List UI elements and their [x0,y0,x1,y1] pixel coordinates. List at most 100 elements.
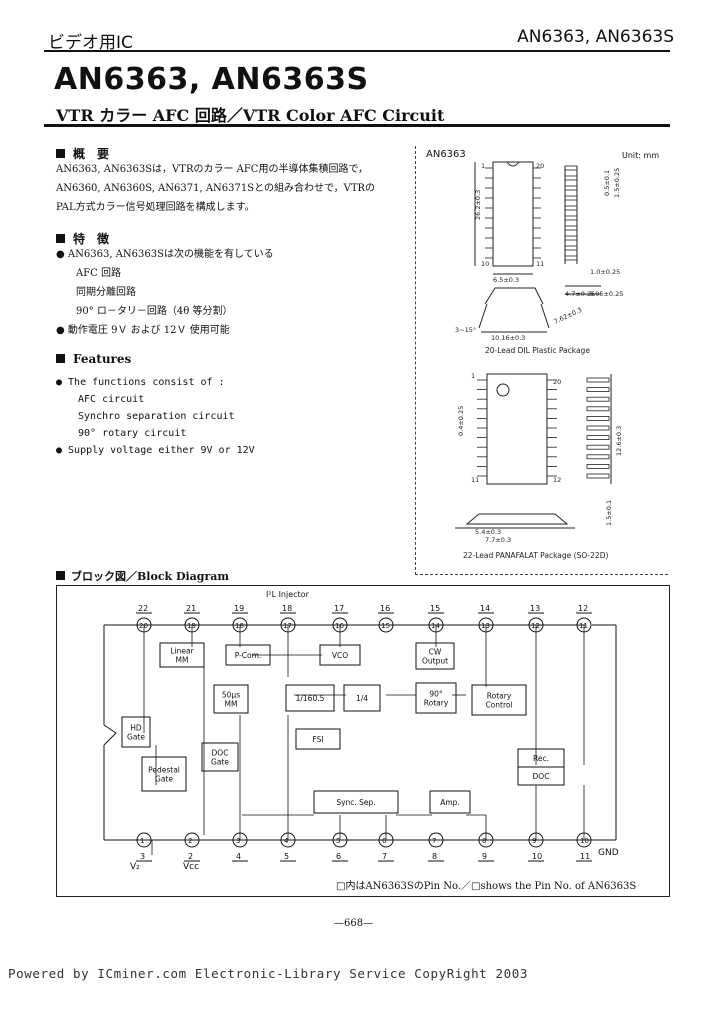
top-pin-label: 13 [530,604,540,613]
page-number: —668— [334,918,374,929]
svg-text:22-Lead PANAFALAT Package (SO-: 22-Lead PANAFALAT Package (SO-22D) [463,551,608,560]
top-pin-label: 15 [430,604,440,613]
svg-text:0.4±0.25: 0.4±0.25 [457,406,465,436]
header-rule [44,50,670,52]
bottom-pin-label: 7 [382,852,387,861]
unit-label: Unit: mm [622,151,660,160]
top-pin-node-label: 15 [381,622,390,630]
block-label: Rotary [487,692,512,701]
svg-text:7.62±0.3: 7.62±0.3 [552,306,583,326]
bottom-pin-node-label: 5 [336,837,340,845]
svg-text:1.5±0.1: 1.5±0.1 [605,500,613,526]
block-box [295,728,341,750]
block-label: MM [225,700,238,709]
svg-text:3~15°: 3~15° [455,326,476,334]
bottom-pin-node-label: 1 [140,837,144,845]
block-label: P-Com. [235,651,262,660]
dil-side-pin [564,255,578,261]
block-diagram-frame [56,585,670,897]
bottom-pin-label: 11 [580,852,590,861]
bottom-pin-node-label: 9 [532,837,536,845]
top-pin-node-label: 12 [531,622,540,630]
bottom-pin-label: 6 [336,852,341,861]
block-box [285,684,335,712]
block-box [121,716,151,748]
block-box [159,642,205,668]
block-box [415,682,457,714]
svg-text:20: 20 [536,162,544,170]
svg-text:1: 1 [481,162,485,170]
part-numbers-header: AN6363, AN6363S [517,27,674,47]
bottom-pin-label: 3 [140,852,145,861]
block-box [201,742,239,772]
bottom-pin-node-label: 4 [284,837,289,845]
top-pin-label: 16 [380,604,390,613]
block-box [471,684,527,716]
svg-text:4.7±0.25: 4.7±0.25 [565,290,595,298]
svg-text:3.05±0.25: 3.05±0.25 [589,290,623,298]
block-label: Gate [211,758,229,767]
bottom-pin-label: 4 [236,852,241,861]
block-label: DOC [212,749,229,758]
block-label: Linear [170,647,194,656]
bottom-pin-label: 5 [284,852,289,861]
block-label: 1/160.5 [296,694,325,703]
top-pin-node-label: 20 [139,622,148,630]
so-side-pin [586,435,610,441]
gnd-label: GND [598,848,619,858]
svg-text:10: 10 [481,260,489,268]
block-label: 1/4 [356,694,368,703]
top-pin-label: 12 [578,604,588,613]
top-pin-label: 21 [186,604,196,613]
block-label: Amp. [440,798,460,807]
footer-copyright: Powered by ICminer.com Electronic-Librar… [8,966,529,981]
features-en-heading: Features [56,352,131,366]
so-side-pin [586,387,610,393]
bottom-pin-node-label: 6 [382,837,387,845]
overview-text: AN6363, AN6363Sは，VTRのカラー AFC用の半導体集積回路で， … [56,164,376,213]
block-label: Rotary [424,699,449,708]
block-box [313,790,399,814]
block-box [343,684,381,712]
injector-label: I²L Injector [266,590,310,599]
package-drawing-box [415,146,668,575]
so-side-pin [586,377,610,383]
top-pin-node-label: 19 [187,622,196,630]
top-pin-node-label: 11 [579,622,588,630]
block-label: DOC [533,772,550,781]
bottom-pin-node-label: 10 [580,837,589,845]
top-pin-label: 18 [282,604,292,613]
bottom-pin-label: 8 [432,852,437,861]
block-box [429,790,471,814]
block-label: Rec. [533,754,549,763]
top-pin-node-label: 18 [235,622,244,630]
block-box [141,756,187,792]
block-diagram-heading: ブロック図／Block Diagram [56,568,229,584]
dil-side-pin [564,195,578,201]
block-box [213,684,249,714]
top-pin-label: 17 [334,604,344,613]
block-label: Gate [155,775,173,784]
bottom-pin-label: 2 [188,852,193,861]
dil-side-pin [564,245,578,251]
svg-text:1.5±0.25: 1.5±0.25 [613,168,621,198]
dil-side-pin [564,215,578,221]
page-title: AN6363, AN6363S [54,62,369,97]
block-box [415,642,455,670]
so-side-pin [586,454,610,460]
svg-text:20: 20 [553,378,561,386]
bottom-pin-node-label: 7 [432,837,436,845]
so-side-pin [586,444,610,450]
block-label: VCO [332,651,348,660]
category-label: ビデオ用IC [48,33,133,53]
block-label: Gate [127,733,145,742]
svg-text:26.2±0.3: 26.2±0.3 [474,190,482,220]
top-pin-node-label: 17 [283,622,292,630]
so-side-pin [586,473,610,479]
svg-text:11: 11 [471,476,479,484]
svg-text:1: 1 [471,372,475,380]
package-part: AN6363 [426,149,466,160]
block-label: Output [422,657,448,666]
dil-side-pin [564,165,578,171]
